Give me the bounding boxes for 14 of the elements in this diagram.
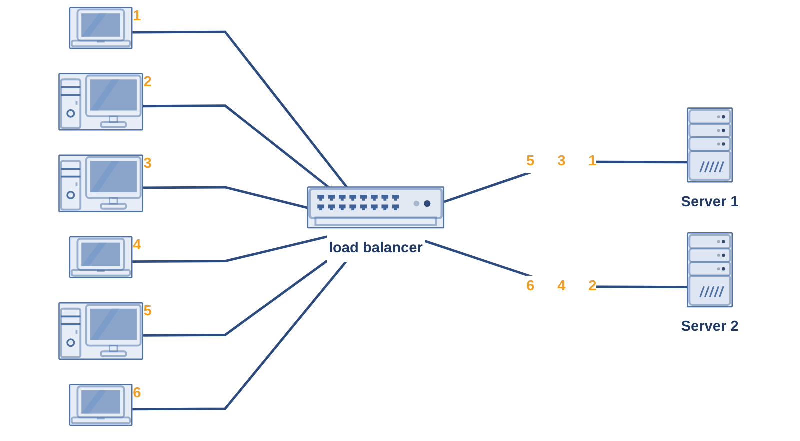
connector: [143, 104, 330, 189]
callout-number: 5: [144, 304, 152, 320]
edge-label: 5 3 1: [526, 152, 597, 170]
connector: [132, 236, 328, 263]
callout-number: 4: [133, 238, 142, 254]
callout-number: 3: [144, 156, 152, 172]
connector: [132, 261, 348, 411]
edge-label: 6 4 2: [526, 278, 597, 294]
connector: [132, 30, 348, 188]
connector: [143, 186, 309, 210]
callout-number: 1: [133, 8, 142, 24]
callout-number: 6: [133, 385, 142, 402]
connector: [143, 260, 328, 337]
callout-number: 2: [144, 74, 152, 90]
